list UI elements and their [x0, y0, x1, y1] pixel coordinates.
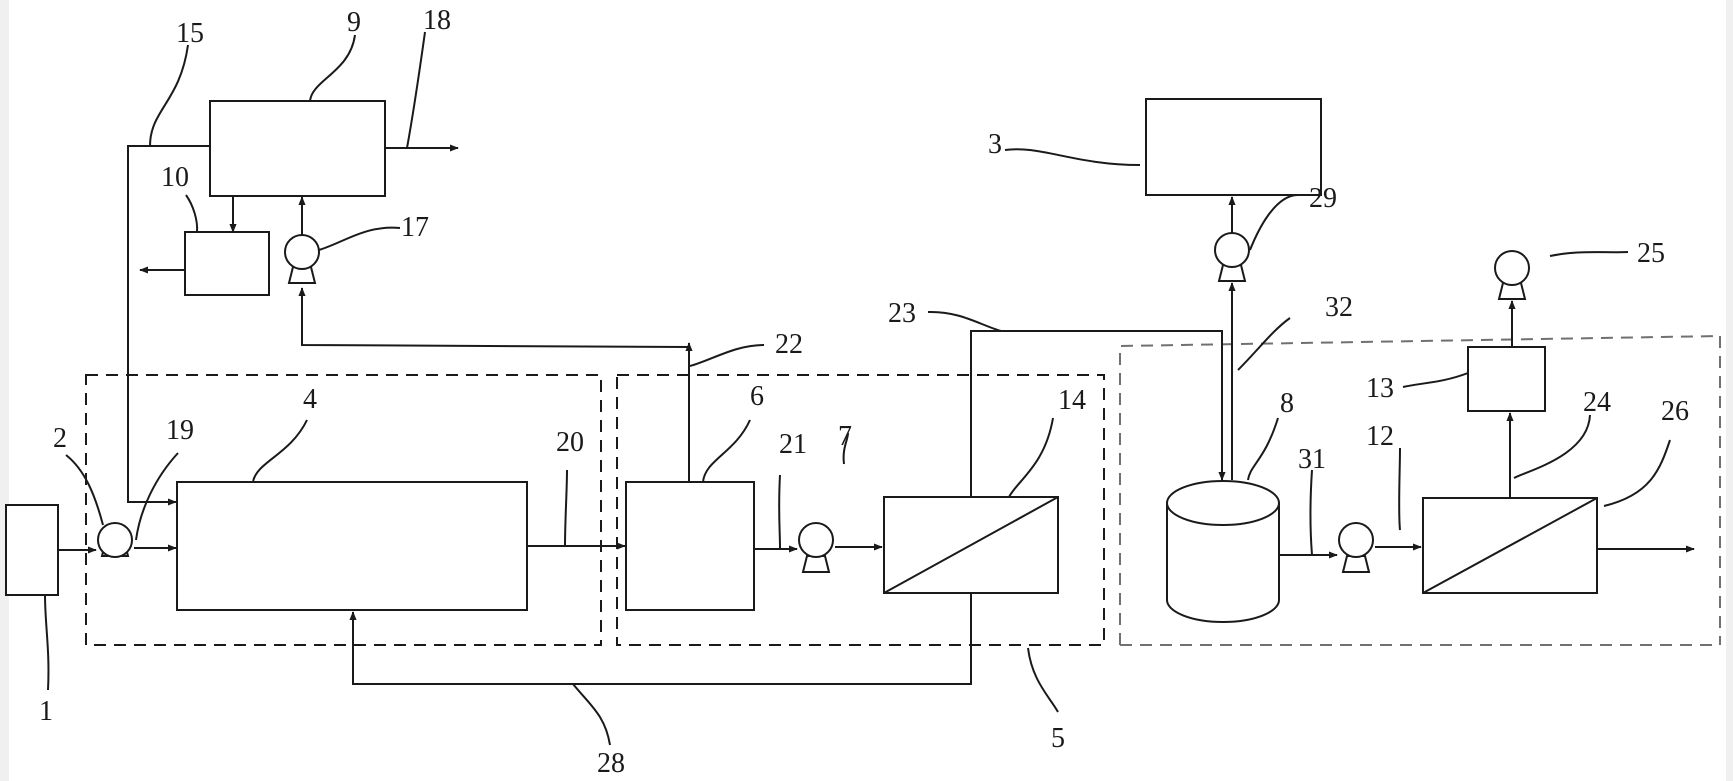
- label-18: 18: [423, 5, 451, 36]
- pump-2: [97, 522, 133, 558]
- label-22: 22: [775, 329, 803, 360]
- block-3: [1145, 98, 1322, 196]
- block-6: [625, 481, 755, 611]
- label-29: 29: [1309, 183, 1337, 214]
- zone-membrane: [616, 374, 1105, 646]
- label-4: 4: [303, 384, 317, 415]
- reference-numerals: 1 2 3 4 5 6 7 8 9 10 12 13 14 15 17 18 1…: [39, 5, 1689, 779]
- zone-pretreatment: [85, 374, 602, 646]
- label-24: 24: [1583, 387, 1611, 418]
- label-5: 5: [1051, 723, 1065, 754]
- label-25: 25: [1637, 238, 1665, 269]
- pump-12: [1338, 522, 1374, 573]
- label-20: 20: [556, 427, 584, 458]
- label-14: 14: [1058, 385, 1086, 416]
- label-19: 19: [166, 415, 194, 446]
- flow-lines: [58, 144, 1695, 685]
- block-10: [184, 231, 270, 296]
- label-21: 21: [779, 429, 807, 460]
- label-12: 12: [1366, 421, 1394, 452]
- label-15: 15: [176, 18, 204, 49]
- label-2: 2: [53, 423, 67, 454]
- label-26: 26: [1661, 396, 1689, 427]
- pump-7: [798, 522, 834, 573]
- label-10: 10: [161, 162, 189, 193]
- label-17: 17: [401, 212, 429, 243]
- label-31: 31: [1298, 444, 1326, 475]
- label-32: 32: [1325, 292, 1353, 323]
- leader-lines: [44, 31, 1671, 746]
- block-1: [5, 504, 59, 596]
- label-3: 3: [988, 129, 1002, 160]
- label-7: 7: [838, 421, 852, 452]
- membrane-diagonal-14: [883, 496, 1059, 594]
- label-9: 9: [347, 7, 361, 38]
- block-4: [176, 481, 528, 611]
- label-6: 6: [750, 381, 764, 412]
- pump-25: [1494, 250, 1530, 300]
- label-28: 28: [597, 748, 625, 779]
- block-9: [209, 100, 386, 197]
- label-13: 13: [1366, 373, 1394, 404]
- block-13: [1467, 346, 1546, 412]
- label-1: 1: [39, 696, 53, 727]
- label-8: 8: [1280, 388, 1294, 419]
- zone-concentrate: [1119, 335, 1721, 646]
- pump-29: [1214, 232, 1250, 282]
- membrane-diagonal-26: [1422, 497, 1598, 594]
- tank-8: [1166, 480, 1280, 623]
- label-23: 23: [888, 298, 916, 329]
